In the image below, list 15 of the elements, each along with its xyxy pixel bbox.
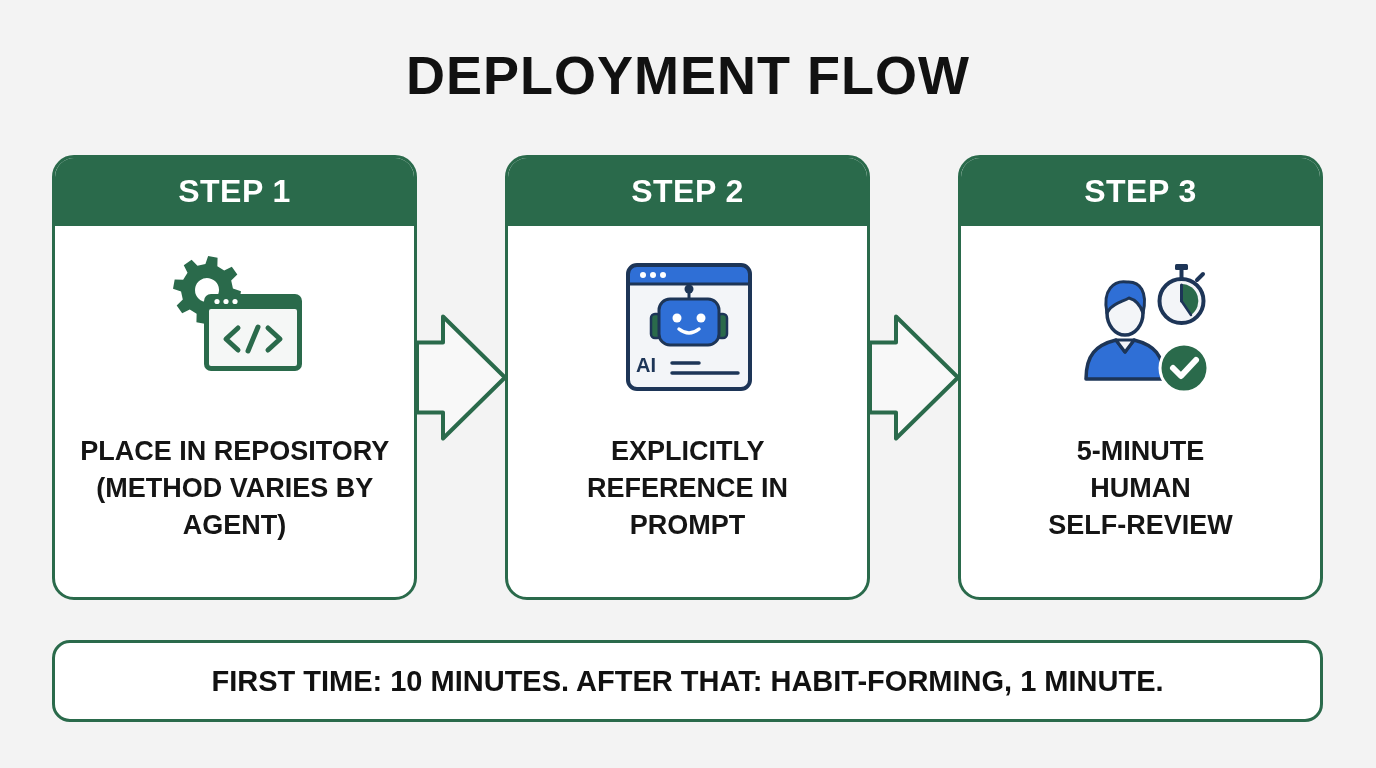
note-text: FIRST TIME: 10 MINUTES. AFTER THAT: HABIT-FORMING, 1 MINUTE. [211, 664, 1164, 699]
diagram-title: DEPLOYMENT FLOW [406, 44, 970, 106]
ai-label: AI [636, 355, 656, 375]
step-header: STEP 1 [55, 158, 414, 226]
step-card [958, 155, 1323, 600]
step-description: PLACE IN REPOSITORY (METHOD VARIES BY AGENT) [79, 434, 390, 542]
step-description: 5-MINUTE HUMAN SELF-REVIEW [1047, 434, 1234, 542]
arrow [415, 314, 507, 441]
step-card [505, 155, 870, 600]
arrow [868, 314, 960, 441]
step-description: EXPLICITLY REFERENCE IN PROMPT [585, 434, 789, 542]
note-banner [52, 640, 1323, 722]
step-header: STEP 3 [961, 158, 1320, 226]
step-card [52, 155, 417, 600]
step-header: STEP 2 [508, 158, 867, 226]
